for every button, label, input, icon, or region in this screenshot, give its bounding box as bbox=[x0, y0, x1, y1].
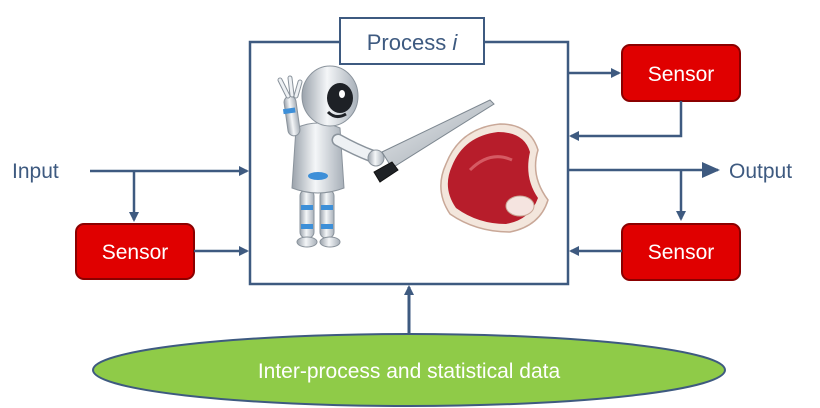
meat-steak-icon bbox=[440, 123, 549, 233]
sensor-top-right-label: Sensor bbox=[648, 63, 715, 86]
input-label: Input bbox=[12, 160, 59, 183]
data-ellipse bbox=[92, 333, 726, 407]
process-title-tab bbox=[339, 17, 485, 65]
process-title: Process i bbox=[367, 30, 459, 55]
robot-chef-icon bbox=[277, 65, 385, 248]
sensor-top-feedback-arrow bbox=[569, 101, 683, 141]
knife-icon bbox=[373, 99, 495, 183]
sensor-bottom-left-label: Sensor bbox=[102, 241, 169, 264]
sensor-bottom-right-label: Sensor bbox=[648, 241, 715, 264]
data-ellipse-label: Inter-process and statistical data bbox=[258, 360, 561, 383]
output-label: Output bbox=[729, 160, 792, 183]
